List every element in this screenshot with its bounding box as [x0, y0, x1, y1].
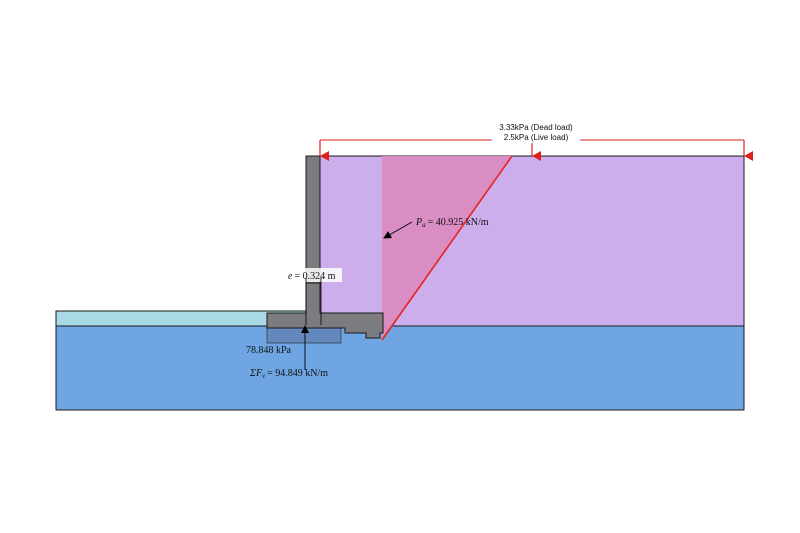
eccentricity-value: = 0.324 m [294, 271, 335, 282]
dead-load-label: 3.33kPa (Dead load) [499, 123, 573, 132]
eccentricity-label-background [286, 268, 342, 282]
backfill-soil [305, 155, 745, 327]
active-force-value: = 40.925 kN/m [428, 217, 489, 228]
active-pressure-line [381, 155, 513, 341]
load-label-background [492, 121, 580, 143]
active-force-arrow [383, 221, 413, 239]
active-force-symbol: P [415, 217, 422, 228]
bearing-pressure-label: 78.848 kPa [246, 345, 292, 356]
vertical-force-symbol: ΣF [249, 368, 263, 379]
vertical-force-value: = 94.849 kN/m [267, 368, 328, 379]
vertical-force-sum-label: ΣFv= 94.849 kN/m [249, 368, 328, 380]
eccentricity-label: e= 0.324 m [288, 271, 336, 282]
foundation-soil [55, 325, 745, 411]
retaining-wall [266, 155, 384, 339]
live-load-label: 2.5kPa (Live load) [504, 133, 569, 142]
eccentricity-symbol: e [288, 271, 293, 282]
active-force-subscript: a [422, 221, 426, 229]
vertical-force-subscript: v [262, 372, 266, 380]
active-force-label: Pa= 40.925 kN/m [415, 217, 489, 229]
